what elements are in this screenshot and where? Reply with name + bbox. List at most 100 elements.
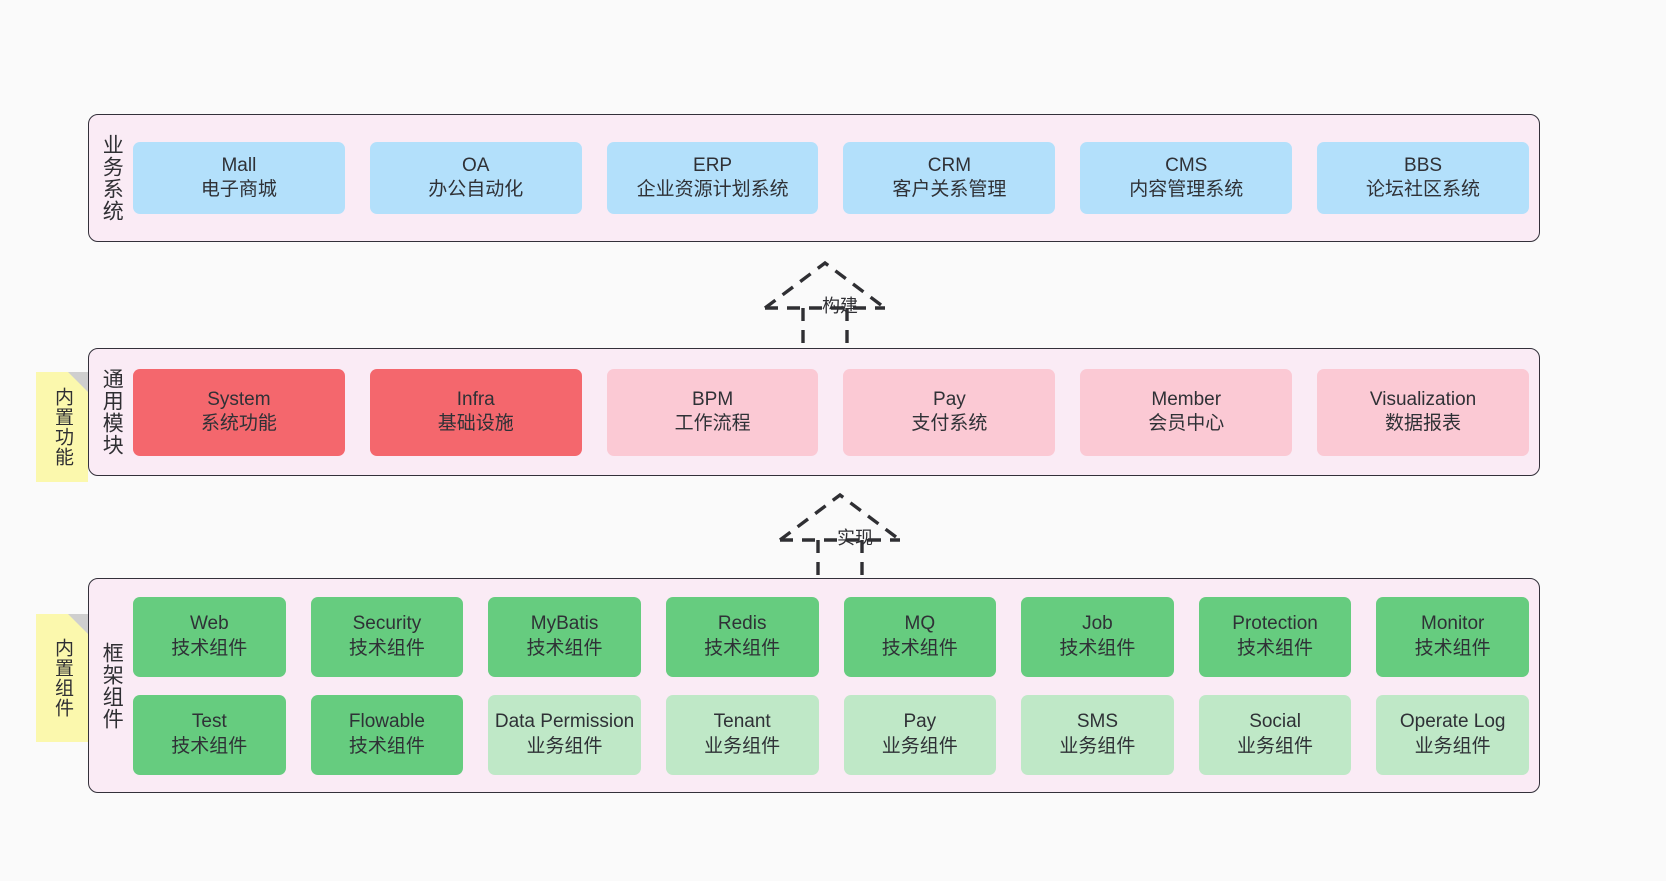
module-card-test[interactable]: Test 技术组件 <box>133 694 286 775</box>
layer-body-framework: Web 技术组件 Security 技术组件 MyBatis 技术组件 Redi… <box>133 579 1539 792</box>
card-desc: 数据报表 <box>1385 413 1462 434</box>
connector-label-implement: 实现 <box>837 528 873 548</box>
module-card-data-permission[interactable]: Data Permission 业务组件 <box>488 694 641 775</box>
module-card-cms[interactable]: CMS 内容管理系统 <box>1080 142 1293 214</box>
card-name: Mall <box>221 154 257 176</box>
layer-row: Web 技术组件 Security 技术组件 MyBatis 技术组件 Redi… <box>133 596 1529 677</box>
card-desc: 工作流程 <box>674 413 751 434</box>
module-card-monitor[interactable]: Monitor 技术组件 <box>1376 596 1529 677</box>
layer-title-modules: 通用模块 <box>100 368 124 456</box>
layer-body-modules: System 系统功能 Infra 基础设施 BPM 工作流程 Pay 支付系统… <box>133 349 1539 475</box>
module-card-flowable[interactable]: Flowable 技术组件 <box>310 694 464 775</box>
card-desc: 电子商城 <box>200 179 277 200</box>
module-card-sms[interactable]: SMS 业务组件 <box>1021 694 1174 775</box>
card-desc: 客户关系管理 <box>892 179 1007 200</box>
card-desc: 技术组件 <box>1237 637 1314 659</box>
sticky-note-label: 内置组件 <box>52 638 74 718</box>
card-desc: 技术组件 <box>171 637 248 659</box>
module-card-erp[interactable]: ERP 企业资源计划系统 <box>606 142 819 214</box>
module-card-oa[interactable]: OA 办公自动化 <box>369 142 582 214</box>
card-name: Security <box>352 613 422 635</box>
card-name: MQ <box>904 613 936 635</box>
module-card-security[interactable]: Security 技术组件 <box>310 596 464 677</box>
card-desc: 业务组件 <box>1059 735 1136 757</box>
card-name: Pay <box>933 388 966 410</box>
card-desc: 会员中心 <box>1148 413 1225 434</box>
card-desc: 技术组件 <box>526 637 603 659</box>
layer-title-framework: 框架组件 <box>100 641 124 730</box>
card-name: ERP <box>693 154 733 176</box>
card-name: Infra <box>456 388 495 410</box>
connector-implement: 实现 <box>770 490 940 586</box>
card-desc: 企业资源计划系统 <box>636 179 789 200</box>
card-desc: 基础设施 <box>437 413 514 434</box>
card-name: MyBatis <box>530 613 599 635</box>
card-name: Operate Log <box>1399 711 1506 733</box>
card-desc: 技术组件 <box>881 637 958 659</box>
card-desc: 论坛社区系统 <box>1366 179 1481 200</box>
card-desc: 业务组件 <box>526 735 603 757</box>
module-card-job[interactable]: Job 技术组件 <box>1021 596 1174 677</box>
module-card-protection[interactable]: Protection 技术组件 <box>1198 596 1352 677</box>
module-card-pay[interactable]: Pay 支付系统 <box>843 368 1056 456</box>
layer-title-business: 业务系统 <box>100 134 124 222</box>
module-card-visualization[interactable]: Visualization 数据报表 <box>1317 368 1529 456</box>
card-name: Monitor <box>1421 613 1485 635</box>
card-desc: 技术组件 <box>171 735 248 757</box>
card-desc: 系统功能 <box>200 413 277 434</box>
module-card-tenant[interactable]: Tenant 业务组件 <box>665 694 819 775</box>
card-desc: 业务组件 <box>704 735 781 757</box>
connector-build: 构建 <box>755 258 925 354</box>
card-desc: 技术组件 <box>348 735 425 757</box>
card-desc: 业务组件 <box>1237 735 1314 757</box>
card-name: Visualization <box>1369 388 1477 410</box>
module-card-crm[interactable]: CRM 客户关系管理 <box>843 142 1056 214</box>
card-desc: 技术组件 <box>1414 637 1491 659</box>
card-name: Redis <box>717 613 767 635</box>
layer-common-modules: 通用模块 System 系统功能 Infra 基础设施 BPM 工作流程 Pay… <box>88 348 1540 476</box>
card-desc: 办公自动化 <box>428 179 524 200</box>
module-card-mybatis[interactable]: MyBatis 技术组件 <box>488 596 641 677</box>
sticky-fold-corner-icon <box>68 372 88 392</box>
module-card-social[interactable]: Social 业务组件 <box>1198 694 1352 775</box>
module-card-mq[interactable]: MQ 技术组件 <box>843 596 997 677</box>
card-desc: 技术组件 <box>348 637 425 659</box>
sticky-note-label: 内置功能 <box>52 387 74 467</box>
layer-row: Mall 电子商城 OA 办公自动化 ERP 企业资源计划系统 CRM 客户关系… <box>133 142 1529 214</box>
card-name: CRM <box>927 154 972 176</box>
card-name: Job <box>1082 613 1113 635</box>
module-card-pay-business[interactable]: Pay 业务组件 <box>843 694 997 775</box>
layer-row: System 系统功能 Infra 基础设施 BPM 工作流程 Pay 支付系统… <box>133 368 1529 456</box>
card-desc: 业务组件 <box>1414 735 1491 757</box>
card-name: Web <box>189 613 229 635</box>
card-desc: 支付系统 <box>911 413 988 434</box>
module-card-bpm[interactable]: BPM 工作流程 <box>606 368 819 456</box>
module-card-system[interactable]: System 系统功能 <box>133 368 345 456</box>
module-card-web[interactable]: Web 技术组件 <box>133 596 286 677</box>
card-name: Member <box>1151 388 1222 410</box>
card-name: Protection <box>1232 613 1318 635</box>
card-name: BBS <box>1404 154 1443 176</box>
card-name: Flowable <box>348 711 425 733</box>
layer-framework-components: 框架组件 Web 技术组件 Security 技术组件 MyBatis 技术组件… <box>88 578 1540 793</box>
module-card-operate-log[interactable]: Operate Log 业务组件 <box>1376 694 1529 775</box>
card-desc: 内容管理系统 <box>1129 179 1244 200</box>
sticky-fold-corner-icon <box>68 614 88 634</box>
card-name: Data Permission <box>494 711 635 733</box>
sticky-note-builtin-components: 内置组件 <box>36 614 88 742</box>
card-name: Pay <box>903 711 937 733</box>
module-card-infra[interactable]: Infra 基础设施 <box>369 368 582 456</box>
sticky-note-builtin-features: 内置功能 <box>36 372 88 482</box>
module-card-redis[interactable]: Redis 技术组件 <box>665 596 819 677</box>
card-name: Tenant <box>713 711 771 733</box>
module-card-bbs[interactable]: BBS 论坛社区系统 <box>1317 142 1529 214</box>
card-name: Test <box>191 711 227 733</box>
card-name: Social <box>1249 711 1301 733</box>
card-name: CMS <box>1165 154 1208 176</box>
connector-label-build: 构建 <box>822 296 858 316</box>
card-name: BPM <box>691 388 734 410</box>
module-card-mall[interactable]: Mall 电子商城 <box>133 142 345 214</box>
card-desc: 技术组件 <box>1059 637 1136 659</box>
module-card-member[interactable]: Member 会员中心 <box>1080 368 1293 456</box>
